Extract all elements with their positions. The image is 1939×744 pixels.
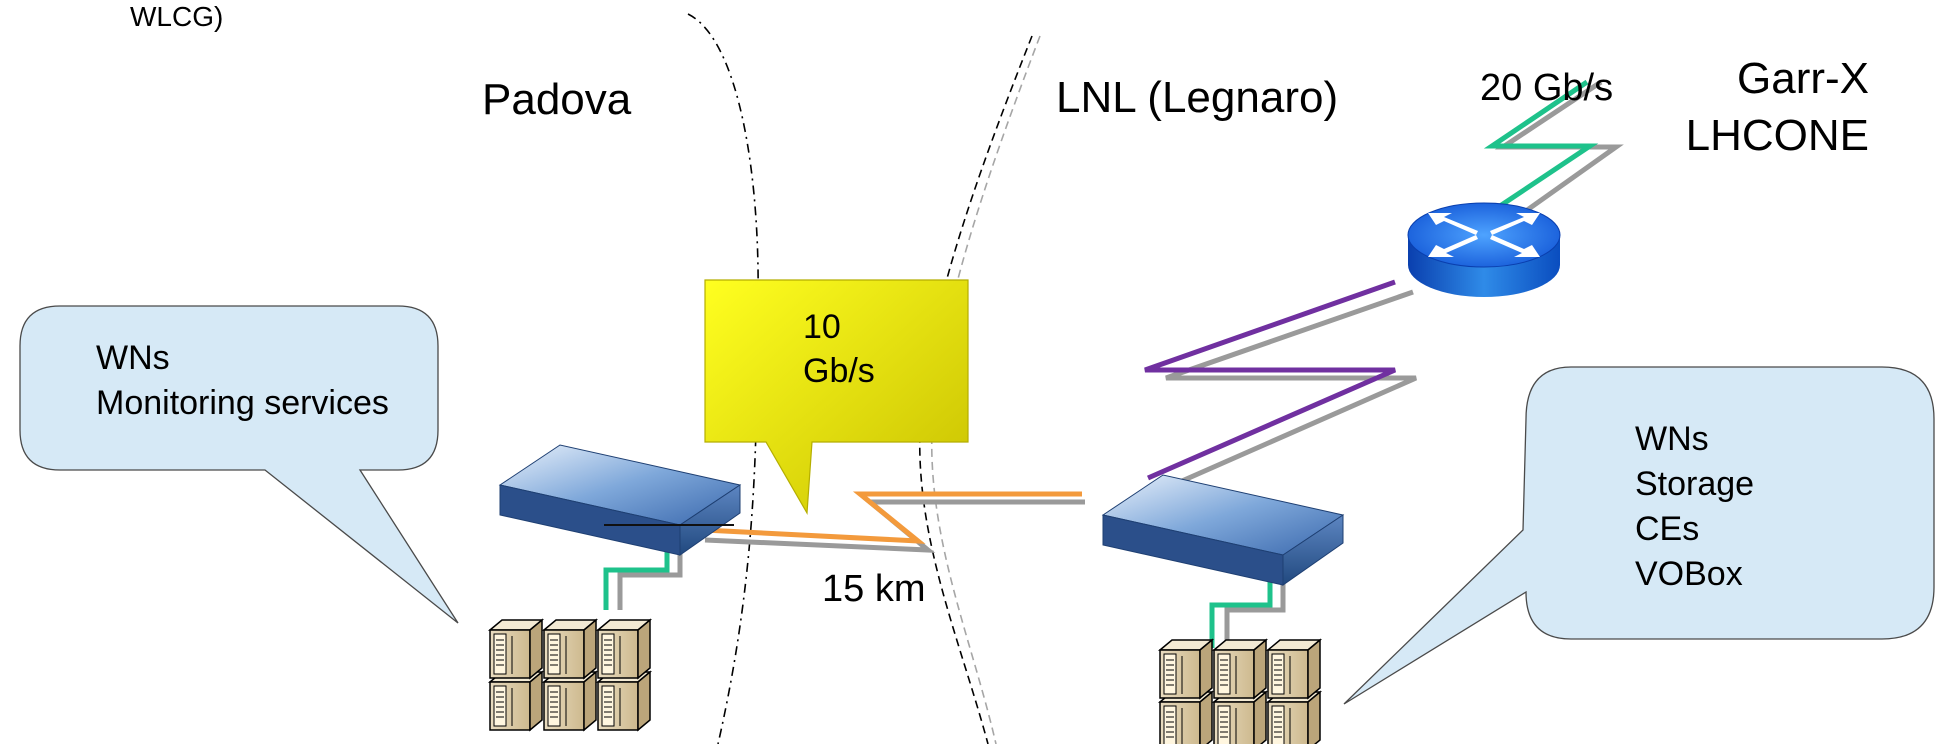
lnl-servers-icon: [1160, 640, 1320, 744]
padova-services-item: WNs: [96, 339, 170, 377]
fiber-link: [703, 491, 1085, 553]
padova-switch-icon: [499, 444, 741, 556]
link-speed-unit: Gb/s: [803, 352, 875, 390]
site-label-lnl: LNL (Legnaro): [1056, 73, 1338, 122]
lnl-services-item: CEs: [1635, 510, 1699, 548]
padova-servers-icon: [490, 620, 650, 730]
distance-label: 15 km: [822, 568, 925, 610]
wan-link: [1144, 279, 1418, 491]
padova-services-callout: WNs Monitoring services: [19, 305, 459, 624]
link-speed-callout: 10 Gb/s: [704, 279, 969, 515]
lnl-services-callout: WNs Storage CEs VOBox: [1343, 366, 1935, 705]
site-label-padova: Padova: [482, 75, 632, 124]
lnl-services-item: WNs: [1635, 420, 1709, 458]
uplink-speed-label: 20 Gb/s: [1480, 67, 1613, 109]
title-fragment: WLCG): [130, 1, 223, 32]
lnl-services-item: Storage: [1635, 465, 1754, 503]
lnl-switch-icon: [1102, 474, 1344, 586]
link-speed-value: 10: [803, 308, 841, 346]
padova-services-item: Monitoring services: [96, 384, 389, 422]
router-icon: [1407, 202, 1561, 297]
network-label-garr: Garr-X: [1737, 54, 1869, 103]
uplink-link: [1483, 79, 1624, 216]
network-label-lhcone: LHCONE: [1686, 111, 1869, 160]
lnl-services-item: VOBox: [1635, 555, 1743, 593]
